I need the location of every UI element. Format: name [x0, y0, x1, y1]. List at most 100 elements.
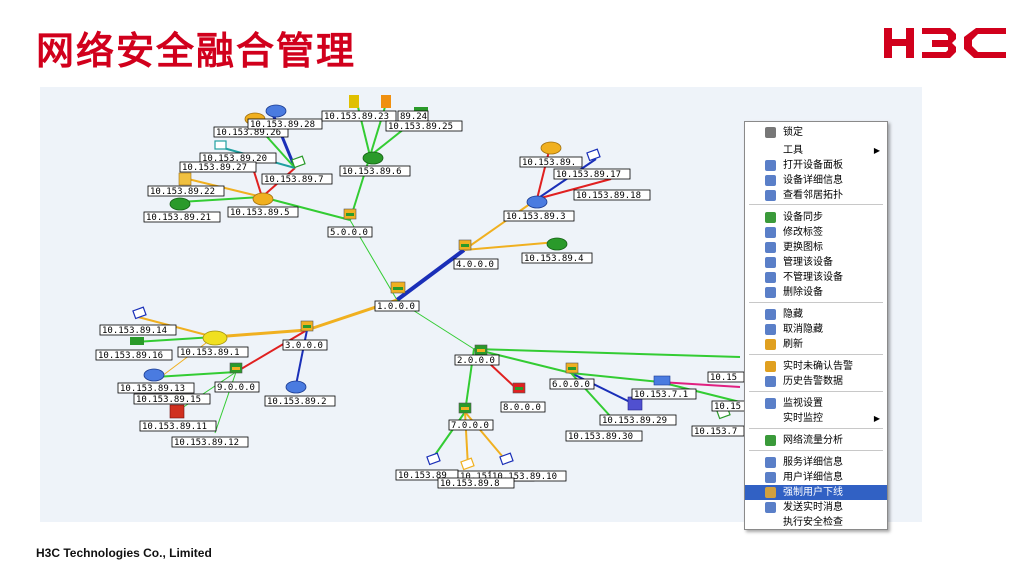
- menu-item-label: 刷新: [783, 339, 803, 350]
- svg-text:6.0.0.0: 6.0.0.0: [552, 380, 590, 390]
- svg-text:10.153.89.30: 10.153.89.30: [568, 432, 633, 442]
- node-label: 4.0.0.0: [453, 258, 499, 270]
- router-icon[interactable]: [169, 197, 191, 211]
- switch-icon[interactable]: [300, 320, 314, 332]
- menu-item-delete-device[interactable]: 删除设备: [745, 285, 887, 300]
- menu-item-device-panel[interactable]: 打开设备面板: [745, 158, 887, 173]
- manage-device-icon: [765, 257, 776, 268]
- router-icon[interactable]: [526, 195, 548, 209]
- menu-item-hide[interactable]: 隐藏: [745, 307, 887, 322]
- host-label: 10.153.89.16: [95, 349, 173, 361]
- menu-item-label: 执行安全检查: [783, 517, 843, 528]
- svg-text:10.153.89.16: 10.153.89.16: [98, 351, 163, 361]
- svg-text:10.153.89.15: 10.153.89.15: [136, 395, 201, 405]
- menu-item-label: 修改标签: [783, 227, 823, 238]
- server-icon[interactable]: [653, 375, 671, 386]
- pc-icon[interactable]: [132, 306, 147, 320]
- menu-item-neighbor-topology[interactable]: 查看邻居拓扑: [745, 188, 887, 203]
- menu-item-traffic-analysis[interactable]: 网络流量分析: [745, 433, 887, 448]
- node-label: 1.0.0.0: [374, 300, 420, 312]
- host-label: 10.153.89.3: [503, 210, 575, 222]
- svg-text:5.0.0.0: 5.0.0.0: [330, 228, 368, 238]
- slide-title: 网络安全融合管理: [36, 29, 357, 73]
- host-label: 10.153.89.12: [171, 436, 249, 448]
- firewall-icon[interactable]: [169, 404, 185, 419]
- host-label: 10.153.89.6: [339, 165, 411, 177]
- menu-item-user-info[interactable]: 用户详细信息: [745, 470, 887, 485]
- router-icon[interactable]: [202, 330, 228, 346]
- hide-icon: [765, 309, 776, 320]
- menu-item-change-icon[interactable]: 更换图标: [745, 240, 887, 255]
- menu-item-edit-label[interactable]: 修改标签: [745, 225, 887, 240]
- pc-icon[interactable]: [460, 457, 475, 471]
- svg-text:10.153.7.1: 10.153.7.1: [634, 390, 688, 400]
- switch-icon[interactable]: [458, 402, 472, 414]
- menu-item-manage-device[interactable]: 管理该设备: [745, 255, 887, 270]
- h3c-logo: [884, 28, 1006, 58]
- menu-item-item-17[interactable]: 实时监控▶: [745, 411, 887, 426]
- router-icon[interactable]: [362, 151, 384, 165]
- menu-item-lock[interactable]: 锁定: [745, 125, 887, 140]
- user-info-icon: [765, 472, 776, 483]
- switch-icon[interactable]: [390, 281, 406, 294]
- menu-item-label: 历史告警数据: [783, 376, 843, 387]
- menu-item-history-alarm[interactable]: 历史告警数据: [745, 374, 887, 389]
- server-icon[interactable]: [414, 107, 428, 113]
- menu-item-label: 管理该设备: [783, 257, 833, 268]
- server-icon[interactable]: [349, 95, 359, 108]
- menu-item-device-info[interactable]: 设备详细信息: [745, 173, 887, 188]
- router-icon[interactable]: [540, 141, 562, 155]
- switch-icon[interactable]: [474, 344, 488, 356]
- menu-item-send-message[interactable]: 发送实时消息: [745, 500, 887, 515]
- switch-icon[interactable]: [565, 362, 579, 374]
- menu-item-unmanage-device[interactable]: 不管理该设备: [745, 270, 887, 285]
- pc-icon[interactable]: [214, 140, 227, 150]
- switch-icon[interactable]: [512, 382, 526, 394]
- router-icon[interactable]: [252, 192, 274, 206]
- pc-icon[interactable]: [291, 155, 306, 169]
- menu-item-unhide[interactable]: 取消隐藏: [745, 322, 887, 337]
- svg-text:10.153.89.27: 10.153.89.27: [182, 163, 247, 173]
- svg-text:10.153.89.3: 10.153.89.3: [506, 212, 566, 222]
- router-icon[interactable]: [285, 380, 307, 394]
- node-label: 5.0.0.0: [327, 226, 373, 238]
- server-icon[interactable]: [381, 95, 391, 108]
- menu-item-sync[interactable]: 设备同步: [745, 210, 887, 225]
- menu-item-item-23[interactable]: 执行安全检查: [745, 515, 887, 530]
- router-icon[interactable]: [546, 237, 568, 251]
- menu-item-label: 查看邻居拓扑: [783, 190, 843, 201]
- delete-device-icon: [765, 287, 776, 298]
- svg-text:10.153.89.1: 10.153.89.1: [180, 348, 240, 358]
- menu-separator: [749, 204, 883, 205]
- host-label: 10.153.89.18: [573, 189, 651, 201]
- hub-icon[interactable]: [130, 337, 144, 345]
- svg-text:10.153.89: 10.153.89: [398, 471, 447, 481]
- unhide-icon: [765, 324, 776, 335]
- switch-icon[interactable]: [458, 239, 472, 251]
- host-label: 89.24: [397, 110, 429, 122]
- switch-icon[interactable]: [229, 362, 243, 374]
- pc-icon[interactable]: [499, 452, 514, 466]
- router-icon[interactable]: [143, 368, 165, 382]
- switch-icon[interactable]: [343, 208, 357, 220]
- menu-item-alarm[interactable]: 实时未确认告警: [745, 359, 887, 374]
- refresh-icon: [765, 339, 776, 350]
- firewall-icon[interactable]: [178, 172, 192, 186]
- menu-item-item-1[interactable]: 工具▶: [745, 143, 887, 158]
- context-menu[interactable]: 锁定工具▶打开设备面板设备详细信息查看邻居拓扑设备同步修改标签更换图标管理该设备…: [744, 121, 888, 530]
- pc-icon[interactable]: [586, 148, 601, 162]
- menu-item-refresh[interactable]: 刷新: [745, 337, 887, 352]
- host-label: 10.153.7: [691, 425, 745, 437]
- svg-text:10.153.89.6: 10.153.89.6: [342, 167, 402, 177]
- node-label: 6.0.0.0: [549, 378, 595, 390]
- svg-text:10.153.89.26: 10.153.89.26: [216, 128, 281, 138]
- router-icon[interactable]: [265, 104, 287, 118]
- menu-item-service-info[interactable]: 服务详细信息: [745, 455, 887, 470]
- device-panel-icon: [765, 160, 776, 171]
- menu-item-monitor-settings[interactable]: 监视设置: [745, 396, 887, 411]
- menu-item-force-logout[interactable]: 强制用户下线: [745, 485, 887, 500]
- pc-icon[interactable]: [426, 452, 441, 466]
- force-logout-icon: [765, 487, 776, 498]
- traffic-analysis-icon: [765, 435, 776, 446]
- menu-item-label: 发送实时消息: [783, 502, 843, 513]
